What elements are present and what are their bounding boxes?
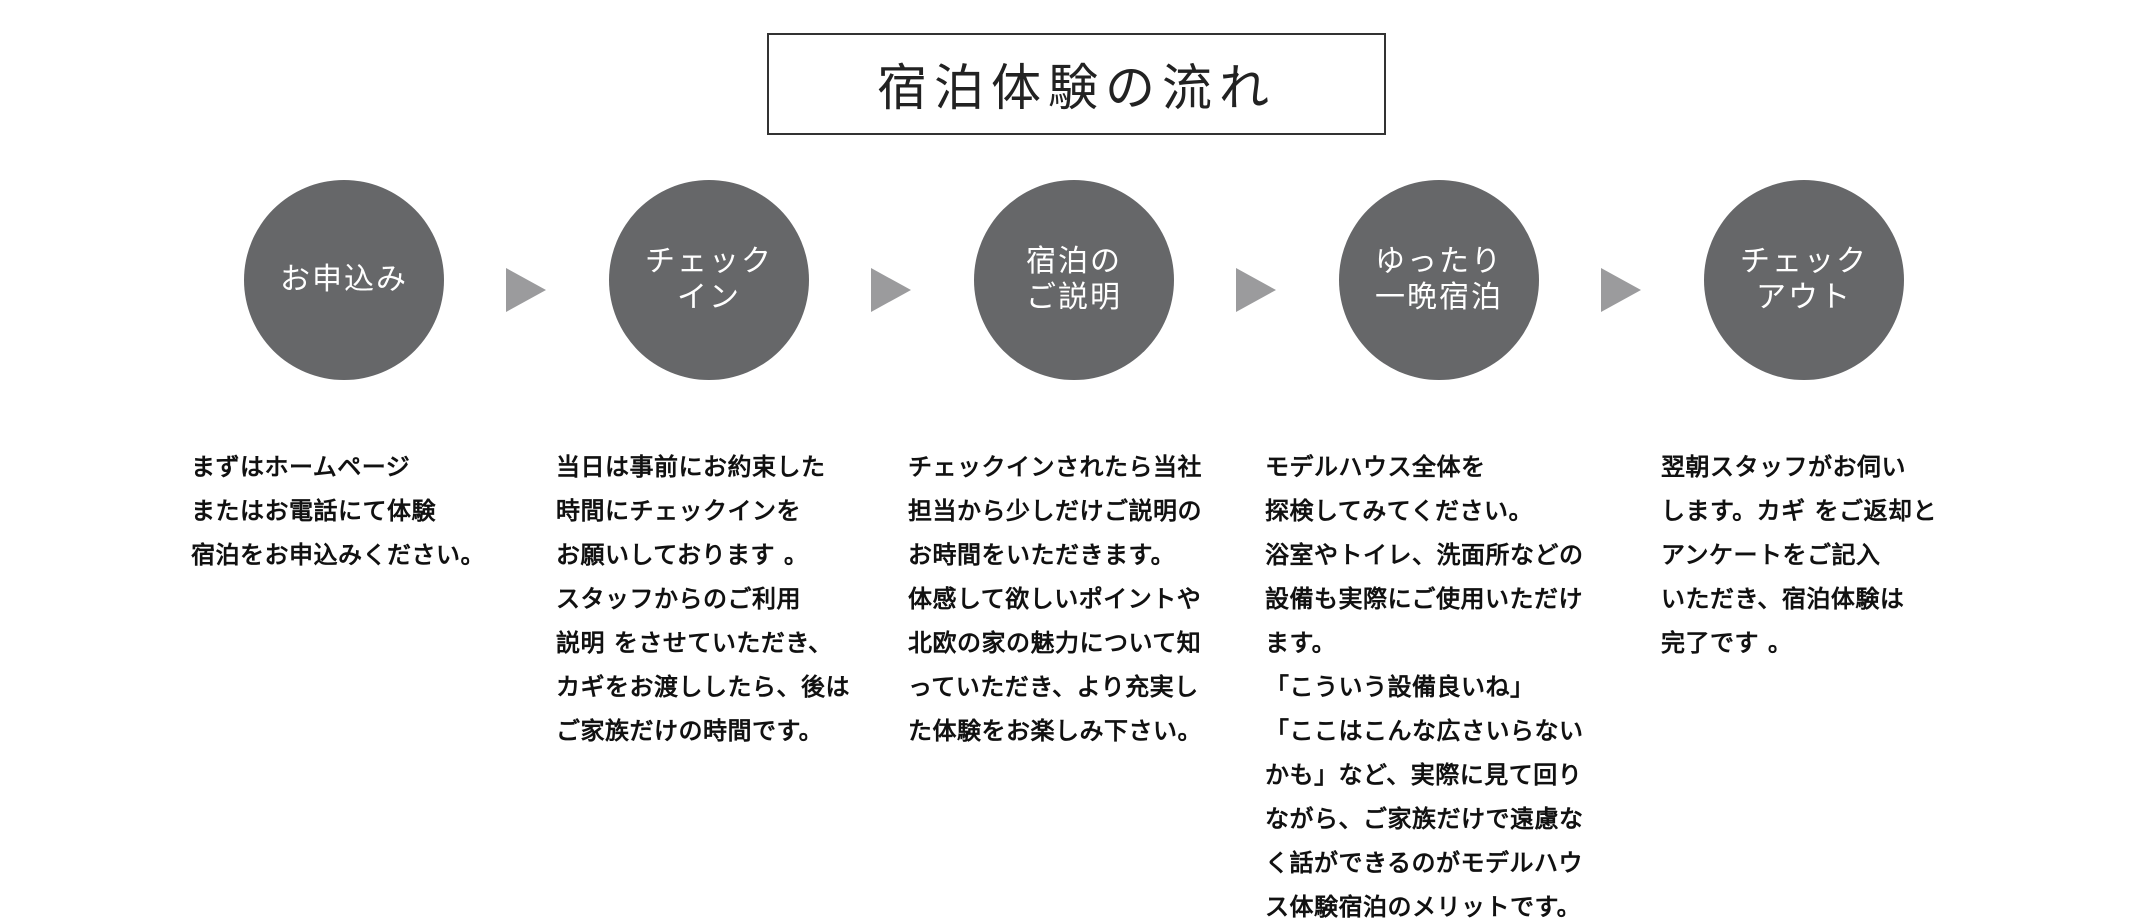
step-label: お申込み: [280, 262, 408, 297]
step-description-apply: まずはホームページ またはお電話にて体験 宿泊をお申込みください。: [191, 453, 485, 569]
step-description-checkout: 翌朝スタッフがお伺い します。カギ をご返却と アンケートをご記入 いただき、宿…: [1661, 453, 1937, 657]
step-description-checkin: 当日は事前にお約束した 時間にチェックインを お願いしております 。 スタッフか…: [556, 453, 850, 745]
arrow-right-triangle-icon: [871, 268, 911, 312]
step-label: チェック イン: [645, 244, 773, 315]
title-box: 宿泊体験の流れ: [767, 33, 1386, 135]
arrow-right-triangle-icon: [1601, 268, 1641, 312]
step-label: チェック アウト: [1740, 244, 1868, 315]
page-title: 宿泊体験の流れ: [877, 59, 1276, 117]
step-description-stay: モデルハウス全体を 探検してみてください。 浴室やトイレ、洗面所などの 設備も実…: [1265, 453, 1584, 921]
step-circle-checkout: チェック アウト: [1704, 180, 1904, 380]
arrow-right-triangle-icon: [506, 268, 546, 312]
step-label: 宿泊の ご説明: [1026, 244, 1122, 315]
arrow-right-triangle-icon: [1236, 268, 1276, 312]
step-label: ゆったり 一晩宿泊: [1375, 244, 1503, 315]
step-circle-stay: ゆったり 一晩宿泊: [1339, 180, 1539, 380]
step-circle-explanation: 宿泊の ご説明: [974, 180, 1174, 380]
step-description-explanation: チェックインされたら当社 担当から少しだけご説明の お時間をいただきます。 体感…: [908, 453, 1202, 745]
step-circle-checkin: チェック イン: [609, 180, 809, 380]
step-circle-apply: お申込み: [244, 180, 444, 380]
